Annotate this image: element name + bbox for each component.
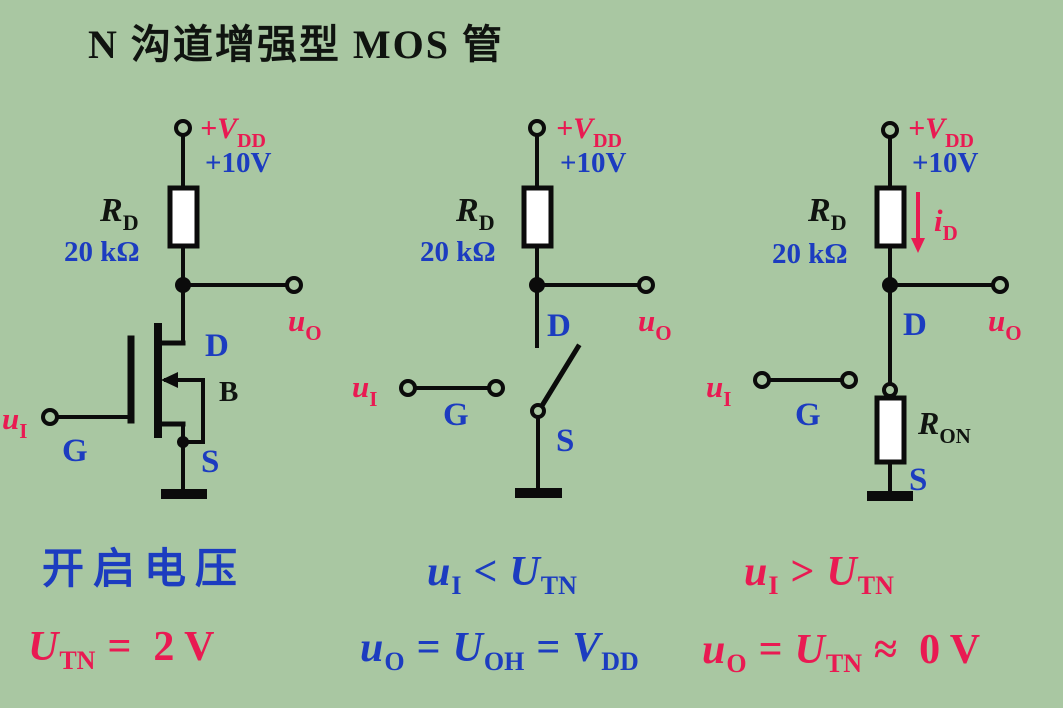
equals-sign: = (107, 624, 132, 670)
sub-TN: TN (825, 649, 862, 678)
vdd-terminal (528, 119, 546, 137)
approx-sign: ≈ (874, 627, 898, 673)
mosfet-body-wire (164, 378, 205, 444)
sub-DD: DD (601, 647, 639, 676)
value-0V: 0 V (919, 627, 981, 673)
value-2V: 2 V (153, 624, 215, 670)
rd-label: RD (99, 192, 139, 235)
var-u: u (744, 549, 768, 595)
var-U: U (826, 549, 857, 595)
right-circuit-wires (753, 121, 1009, 501)
uo-terminal (991, 276, 1009, 294)
drain-label: D (205, 328, 229, 364)
left-circuit-wires (41, 119, 303, 499)
uo-terminal (637, 276, 655, 294)
equals-sign: = (758, 627, 783, 673)
source-label: S (201, 444, 219, 480)
vdd-terminal (174, 119, 192, 137)
rd-value-label: 20 kΩ (420, 236, 496, 268)
vdd-label: +VDD (200, 112, 266, 152)
equals-sign: = (536, 625, 561, 671)
greater-than-sign: > (790, 549, 815, 595)
mosfet-circuit-diagram: +VDD +10V RD 20 kΩ uO D B uI G S (2, 112, 322, 499)
right-condition: uI >UTN (744, 551, 894, 599)
drain-label: D (903, 307, 927, 343)
supply-value-label: +10V (912, 147, 979, 179)
equals-sign: = (416, 625, 441, 671)
middle-condition: uI <UTN (427, 551, 577, 599)
uo-label: uO (638, 303, 672, 345)
sub-I: I (451, 571, 462, 600)
uo-label: uO (988, 303, 1022, 345)
drain-current-arrow (911, 192, 925, 253)
body-arrowhead (161, 372, 178, 388)
ui-label: uI (706, 369, 731, 411)
var-U: U (509, 549, 540, 595)
rd-label: RD (807, 192, 847, 235)
switch-blade (539, 343, 582, 408)
source-junction-dot (177, 436, 189, 448)
var-u: u (702, 627, 726, 673)
uo-terminal (285, 276, 303, 294)
var-U: U (452, 625, 483, 671)
ui-label: uI (2, 401, 27, 443)
vdd-label: +VDD (556, 112, 622, 152)
supply-value-label: +10V (205, 147, 272, 179)
resistor-rd (521, 185, 554, 249)
resistor-ron (874, 395, 907, 465)
sub-I: I (768, 571, 779, 600)
utn-equation: UTN = 2 V (28, 626, 214, 674)
resistor-rd (167, 185, 200, 249)
ron-label: RON (917, 405, 971, 448)
var-u: u (360, 625, 384, 671)
drain-node-circle (882, 382, 898, 398)
turn-on-voltage-heading: 开启电压 (42, 549, 246, 591)
source-label: S (556, 423, 574, 459)
ui-label: uI (352, 369, 377, 411)
uo-label: uO (288, 303, 322, 345)
ui-terminal (41, 408, 59, 426)
less-than-sign: < (473, 549, 498, 595)
supply-value-label: +10V (560, 147, 627, 179)
vdd-terminal (881, 121, 899, 139)
ui-terminal (753, 371, 771, 389)
open-switch-circuit-diagram: +VDD +10V RD 20 kΩ uO D uI G S (352, 112, 672, 498)
middle-result: uO=UOH=VDD (360, 627, 639, 675)
page-title: N 沟道增强型 MOS 管 (88, 22, 504, 67)
var-u: u (427, 549, 451, 595)
body-label: B (219, 376, 238, 408)
source-label: S (909, 462, 927, 498)
ui-terminal (399, 379, 417, 397)
resistor-rd (874, 185, 907, 249)
rd-value-label: 20 kΩ (772, 238, 848, 270)
sub-TN: TN (59, 646, 96, 675)
gate-label: G (62, 433, 88, 469)
var-U: U (28, 624, 59, 670)
id-label: iD (934, 203, 958, 245)
ron-circuit-diagram: +VDD +10V RD 20 kΩ iD uO D uI G RON S (706, 112, 1022, 501)
rd-label: RD (455, 192, 495, 235)
gate-label: G (795, 397, 821, 433)
sub-O: O (726, 649, 747, 678)
gate-terminal (840, 371, 858, 389)
drain-label: D (547, 308, 571, 344)
right-result: uO =UTN ≈0 V (702, 629, 980, 677)
sub-O: O (384, 647, 405, 676)
vdd-label: +VDD (908, 112, 974, 152)
gate-terminal (487, 379, 505, 397)
sub-OH: OH (483, 647, 525, 676)
gate-label: G (443, 397, 469, 433)
var-V: V (572, 625, 601, 671)
middle-circuit-wires (399, 119, 655, 498)
var-U: U (794, 627, 825, 673)
sub-TN: TN (857, 571, 894, 600)
sub-TN: TN (540, 571, 577, 600)
heading-text: 开启电压 (42, 547, 247, 593)
rd-value-label: 20 kΩ (64, 236, 140, 268)
